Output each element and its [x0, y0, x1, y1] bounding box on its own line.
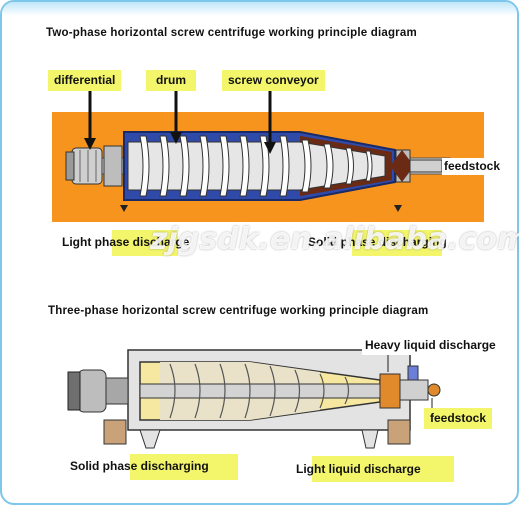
label-screw-conveyor: screw conveyor: [222, 70, 325, 91]
label-heavy-liquid-discharge: Heavy liquid discharge: [362, 336, 499, 355]
screw-flights-2: [169, 363, 350, 419]
highlight-light-phase: [112, 230, 178, 256]
right-hub: [379, 373, 401, 409]
screw-flights: [139, 135, 373, 197]
diagram2-title: Three-phase horizontal screw centrifuge …: [48, 305, 429, 317]
label-feedstock-1: feedstock: [442, 158, 503, 175]
label-light-liquid-discharge: Light liquid discharge: [296, 462, 421, 476]
motor: [77, 369, 107, 413]
right-bow: [390, 150, 414, 182]
gearbox-end: [65, 151, 75, 181]
left-foot: [103, 419, 127, 445]
feed-tube: [399, 379, 429, 401]
coupling: [105, 377, 129, 405]
label-solid-phase-discharging-1: Solid phase discharging: [308, 235, 447, 249]
solid-chute: [139, 429, 161, 449]
conveyor-hub: [127, 141, 386, 191]
label-solid-phase-discharging-2: Solid phase discharging: [70, 459, 209, 473]
highlight-solid-2: [130, 454, 238, 480]
highlight-solid-phase: [352, 230, 442, 256]
label-feedstock-2: feedstock: [424, 408, 493, 429]
highlight-light-liquid: [312, 456, 454, 482]
label-differential: differential: [48, 70, 122, 91]
left-bearing: [103, 145, 123, 187]
label-drum: drum: [146, 70, 196, 91]
pointer-arrows: [84, 88, 276, 154]
light-chute: [361, 429, 379, 449]
light-phase-arrow: [120, 205, 128, 212]
motor-end: [67, 371, 81, 411]
feed-flange: [427, 383, 441, 397]
right-foot: [387, 419, 411, 445]
heavy-outlet: [407, 365, 419, 381]
conveyor-shaft: [139, 383, 381, 399]
diagram1-title: Two-phase horizontal screw centrifuge wo…: [46, 27, 417, 39]
label-light-phase-discharge: Light phase discharge: [62, 235, 190, 249]
solid-phase-arrow: [394, 205, 402, 212]
watermark: zjgsdk.en.alibaba.com: [150, 222, 519, 257]
